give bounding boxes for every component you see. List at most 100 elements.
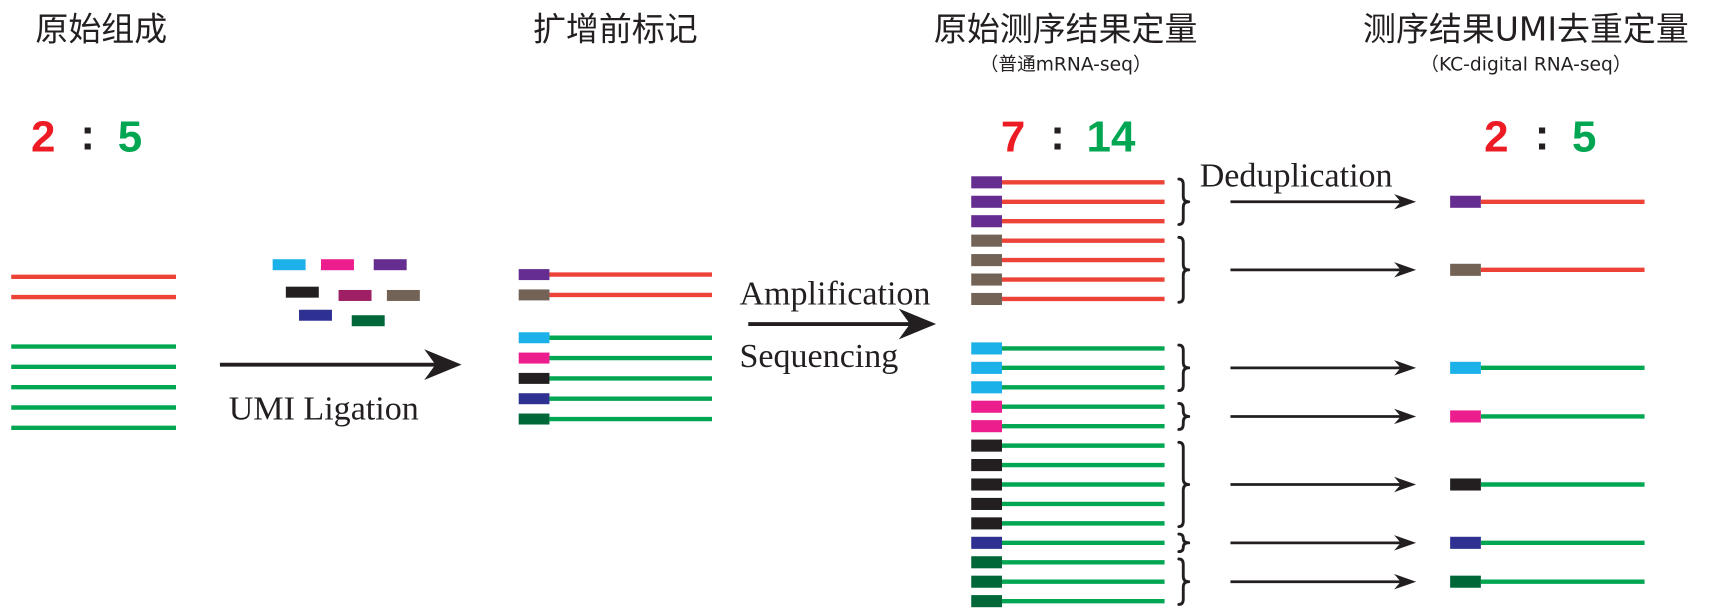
ratio-red-count: 7 bbox=[1001, 113, 1025, 162]
amplification-arrow bbox=[748, 308, 937, 340]
read-group-cyan bbox=[971, 342, 1191, 394]
arrow-head bbox=[898, 308, 937, 340]
umi-tag-cyan bbox=[971, 381, 1002, 394]
stage-subtitle-deduplicated: （KC-digital RNA-seq） bbox=[1420, 54, 1631, 75]
umi-tag-black bbox=[285, 286, 319, 298]
sequenced-read bbox=[971, 342, 1165, 355]
umi-tag-brown bbox=[518, 289, 550, 301]
stage-tagged: 扩增前标记 bbox=[518, 10, 713, 425]
ratio-green-count: 5 bbox=[118, 113, 142, 162]
sequenced-read bbox=[971, 254, 1165, 267]
umi-tag-cyan bbox=[971, 361, 1002, 374]
umi-tag-magenta bbox=[971, 400, 1002, 413]
amplification-arrow-container bbox=[748, 308, 937, 340]
umi-tag-purple bbox=[971, 195, 1002, 208]
sequenced-read bbox=[971, 556, 1165, 569]
arrow-head bbox=[1394, 262, 1417, 278]
deduplication-arrow bbox=[1230, 476, 1417, 493]
step-deduplication: Deduplication bbox=[1200, 158, 1417, 590]
deduplicated-molecule bbox=[1450, 575, 1645, 588]
amplification-label: Amplification bbox=[739, 275, 930, 312]
deduplication-arrows bbox=[1230, 194, 1417, 590]
arrow-head bbox=[424, 349, 462, 381]
stage-title-original: 原始组成 bbox=[35, 10, 167, 49]
stage-original: 原始组成 2 : 5 bbox=[11, 10, 176, 431]
umi-tag-brown bbox=[971, 234, 1002, 247]
ratio-green-count: 14 bbox=[1087, 113, 1136, 162]
umi-tag-navy bbox=[1450, 536, 1481, 549]
sequenced-read bbox=[971, 536, 1165, 549]
sequenced-reads bbox=[971, 176, 1191, 608]
stage-sequenced: 原始测序结果定量 （普通mRNA-seq） 7 : 14 bbox=[934, 10, 1197, 608]
arrow-head bbox=[1394, 574, 1417, 590]
tagged-molecule bbox=[518, 332, 713, 344]
umi-tag-cyan bbox=[518, 332, 550, 344]
umi-tag-magenta bbox=[971, 420, 1002, 433]
umi-tag-navy bbox=[971, 536, 1002, 549]
arrow-head bbox=[1394, 476, 1417, 493]
tagged-molecule bbox=[518, 352, 713, 364]
umi-tag-black bbox=[971, 459, 1002, 472]
umi-tag-darkgreen bbox=[518, 413, 550, 425]
umi-tag-purple bbox=[971, 176, 1002, 189]
deduplicated-molecules bbox=[1450, 195, 1645, 588]
tagged-molecule bbox=[518, 393, 713, 405]
umi-tag-brown bbox=[386, 289, 420, 301]
stage-deduplicated: 测序结果UMI去重定量 （KC-digital RNA-seq） 2 : 5 bbox=[1363, 10, 1689, 588]
ratio-separator: : bbox=[1535, 110, 1550, 159]
stage-title-deduplicated: 测序结果UMI去重定量 bbox=[1363, 10, 1689, 49]
umi-tag-cyan bbox=[272, 259, 306, 271]
ligation-arrow-container bbox=[219, 349, 462, 381]
sequenced-read bbox=[971, 381, 1165, 394]
deduplicated-molecule bbox=[1450, 410, 1645, 423]
deduplicated-molecule bbox=[1450, 195, 1645, 208]
umi-tag-darkgreen bbox=[1450, 575, 1481, 588]
deduplication-arrow bbox=[1230, 262, 1417, 278]
tagged-molecule bbox=[518, 413, 713, 425]
read-group-navy bbox=[971, 532, 1191, 554]
umi-tag-purple bbox=[1450, 195, 1481, 208]
sequenced-read bbox=[971, 575, 1165, 588]
deduplication-label: Deduplication bbox=[1200, 158, 1393, 195]
sequenced-read bbox=[971, 234, 1165, 247]
umi-tag-maroon bbox=[338, 289, 372, 301]
umi-tag-darkgreen bbox=[971, 556, 1002, 569]
umi-tag-cyan bbox=[971, 342, 1002, 355]
read-group-darkgreen bbox=[971, 556, 1191, 608]
umi-tag-black bbox=[971, 439, 1002, 452]
ratio-red-count: 2 bbox=[1484, 113, 1508, 162]
umi-tag-black bbox=[1450, 478, 1481, 491]
arrow-head bbox=[1394, 408, 1417, 425]
umi-tag-black bbox=[971, 497, 1002, 510]
read-group-brace bbox=[1177, 532, 1191, 554]
sequenced-read bbox=[971, 176, 1165, 189]
read-group-black bbox=[971, 439, 1191, 530]
read-group-brace bbox=[1177, 557, 1191, 606]
stage-title-tagged: 扩增前标记 bbox=[533, 10, 698, 49]
read-group-brace bbox=[1177, 343, 1191, 393]
sequenced-read bbox=[971, 273, 1165, 286]
umi-tag-purple bbox=[971, 215, 1002, 228]
sequenced-read bbox=[971, 215, 1165, 228]
read-group-purple bbox=[971, 176, 1191, 228]
ligation-label: UMI Ligation bbox=[229, 391, 419, 428]
umi-tag-brown bbox=[971, 292, 1002, 306]
sequenced-read bbox=[971, 195, 1165, 208]
ratio-separator: : bbox=[1050, 110, 1065, 159]
umi-tag-darkgreen bbox=[971, 575, 1002, 588]
ligation-arrow bbox=[219, 349, 462, 381]
umi-tag-brown bbox=[971, 254, 1002, 267]
umi-tag-magenta bbox=[1450, 410, 1481, 423]
arrow-head bbox=[1394, 360, 1417, 376]
sequenced-read bbox=[971, 400, 1165, 413]
umi-pool bbox=[272, 259, 420, 327]
umi-tag-brown bbox=[1450, 263, 1481, 276]
sequenced-read bbox=[971, 459, 1165, 472]
step-ligation: UMI Ligation bbox=[219, 259, 462, 428]
tagged-molecule bbox=[518, 372, 713, 384]
deduplication-arrow bbox=[1230, 535, 1417, 551]
stage-subtitle-sequenced: （普通mRNA-seq） bbox=[980, 54, 1152, 75]
ratio-original: 2 : 5 bbox=[31, 110, 142, 161]
deduplication-arrow bbox=[1230, 408, 1417, 425]
sequenced-read bbox=[971, 439, 1165, 452]
